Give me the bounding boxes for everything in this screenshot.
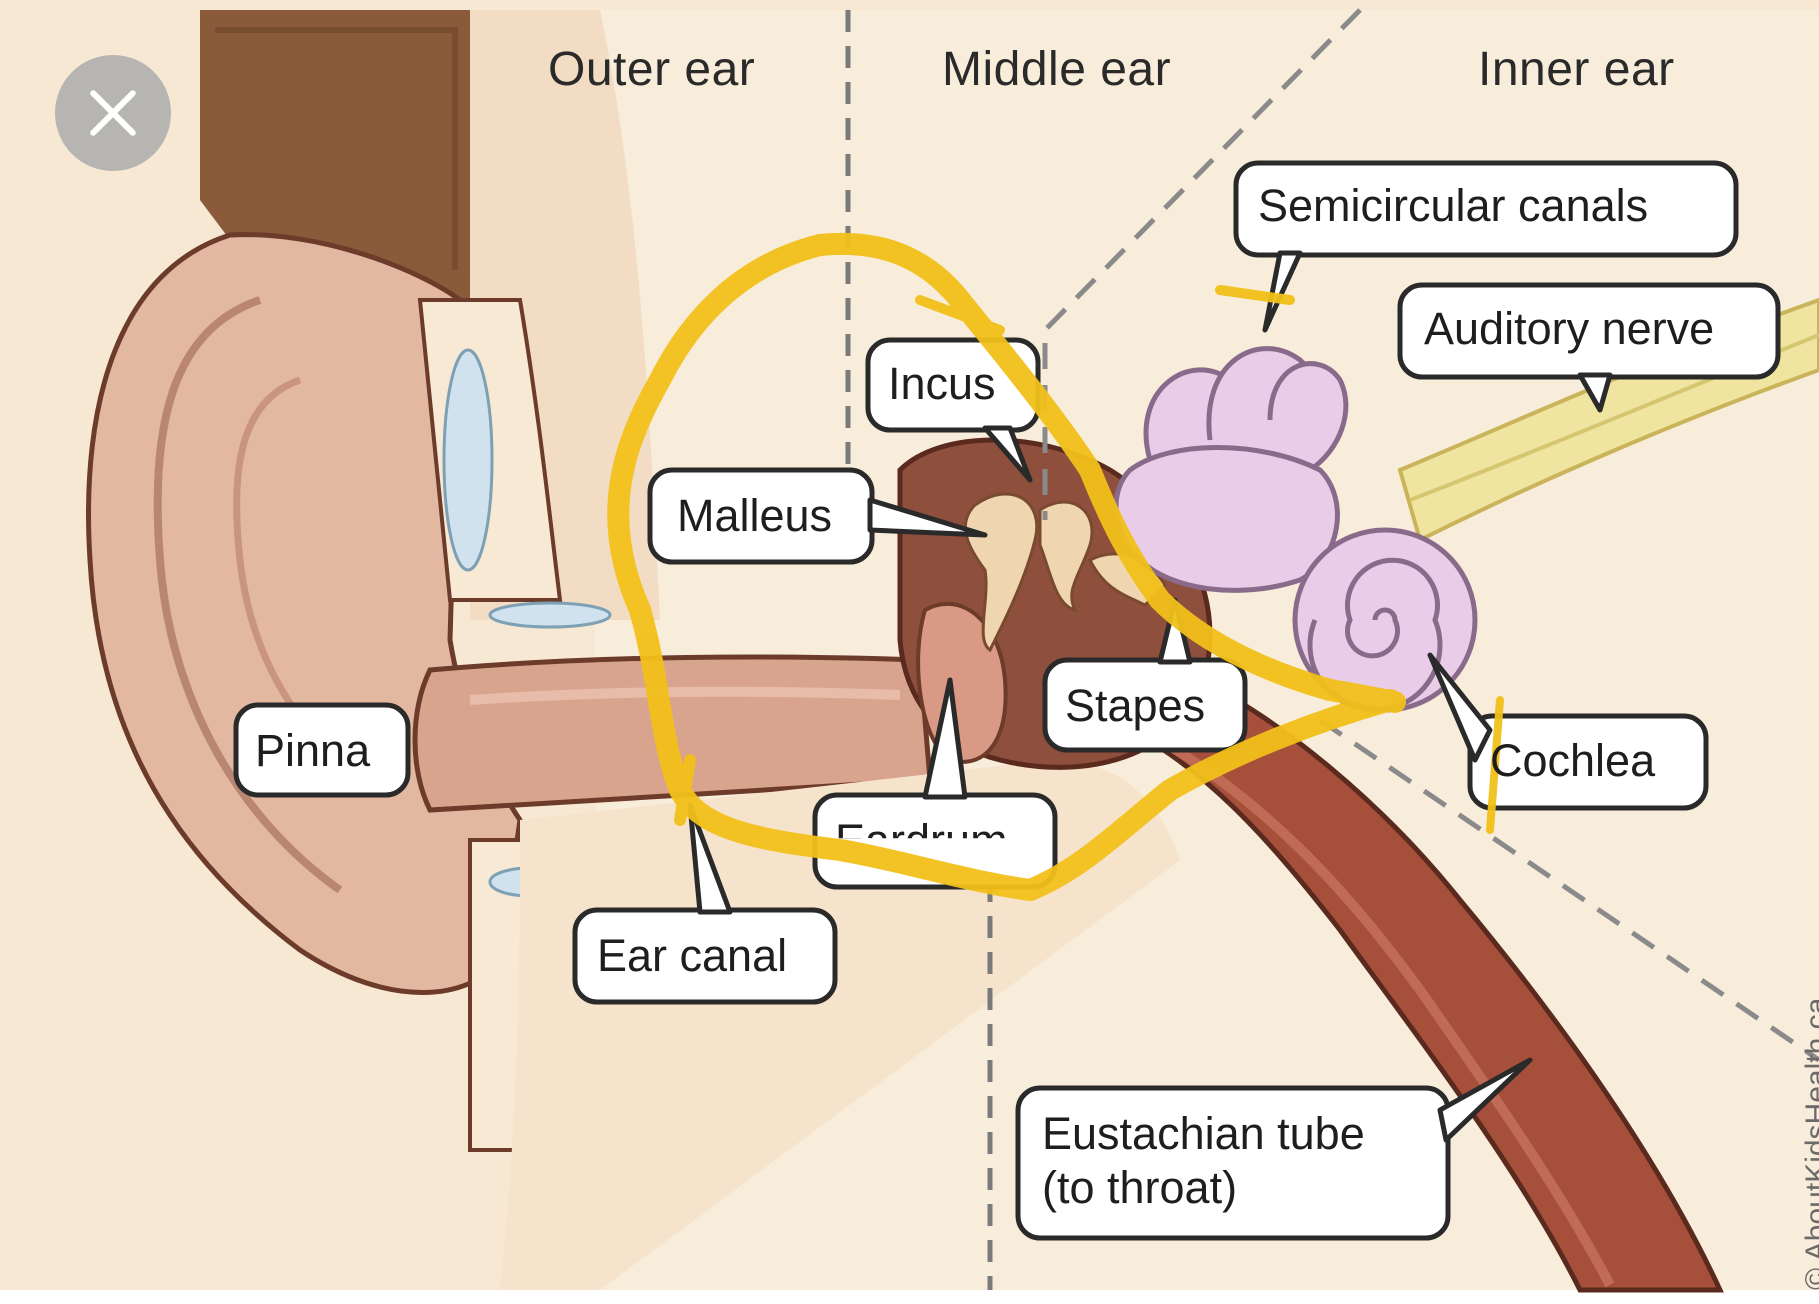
close-icon[interactable] <box>55 55 171 171</box>
label-pinna: Pinna <box>255 725 370 777</box>
label-malleus: Malleus <box>677 490 832 542</box>
label-stapes: Stapes <box>1065 680 1205 732</box>
section-outer-ear: Outer ear <box>548 42 755 97</box>
section-inner-ear: Inner ear <box>1478 42 1675 97</box>
label-incus: Incus <box>888 358 996 410</box>
label-auditory-nerve: Auditory nerve <box>1424 303 1714 355</box>
section-middle-ear: Middle ear <box>942 42 1171 97</box>
label-eustachian-tube-note: (to throat) <box>1042 1162 1237 1214</box>
label-eustachian-tube: Eustachian tube <box>1042 1108 1365 1160</box>
label-semicircular-canals: Semicircular canals <box>1258 180 1648 232</box>
copyright-watermark: © AboutKidsHealth.ca <box>1800 998 1819 1290</box>
label-cochlea: Cochlea <box>1490 735 1655 787</box>
label-ear-canal: Ear canal <box>597 930 787 982</box>
